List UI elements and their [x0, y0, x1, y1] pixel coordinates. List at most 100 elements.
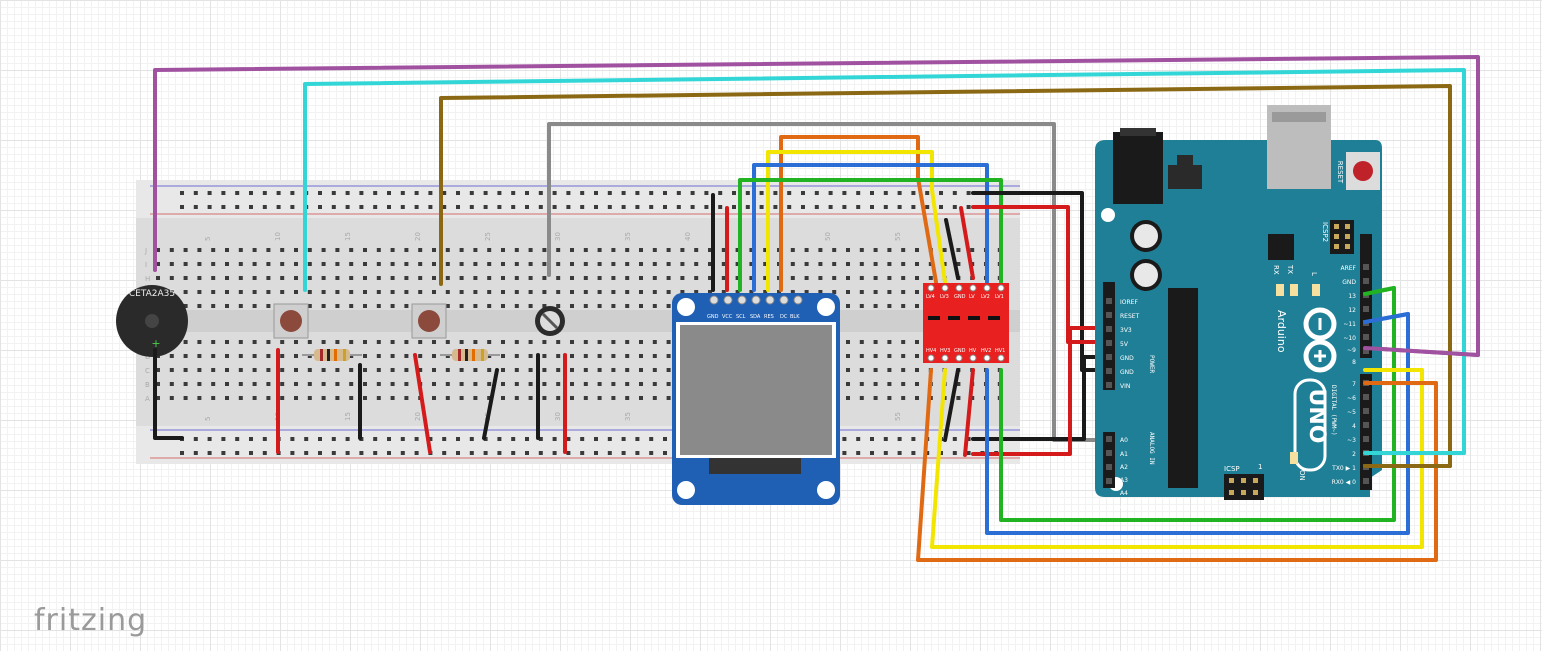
breadboard-hole — [652, 276, 657, 280]
breadboard-hole — [321, 248, 326, 252]
arduino-uno: RESET ICSP2 RX TX L Arduino UNO — [1095, 105, 1382, 510]
row-letter: C — [145, 367, 150, 375]
breadboard-hole — [570, 368, 574, 372]
wire-red-rail-bottom[interactable] — [971, 326, 1112, 456]
breadboard-hole — [663, 205, 667, 209]
wire-blue-top[interactable] — [752, 163, 989, 292]
breadboard-hole — [514, 340, 519, 344]
breadboard-hole — [225, 262, 229, 266]
breadboard-hole — [501, 396, 505, 400]
breadboard-hole — [721, 262, 726, 266]
breadboard-hole — [597, 382, 602, 386]
breadboard-hole — [321, 396, 326, 400]
breadboard-hole — [911, 205, 916, 209]
wire-green-top[interactable] — [738, 178, 1003, 292]
breadboard-hole — [639, 368, 643, 372]
wire-red-jumper[interactable] — [959, 206, 975, 280]
breadboard-hole — [542, 368, 547, 372]
breadboard-hole — [225, 354, 229, 358]
analog-pin-labels: A0 A1 A2 A3 A4 A5 — [1120, 437, 1128, 510]
breadboard-hole — [625, 248, 630, 252]
breadboard-hole — [649, 451, 654, 455]
potentiometer[interactable] — [535, 306, 565, 336]
breadboard-hole — [501, 262, 505, 266]
voltage-regulator — [1168, 165, 1202, 189]
wire-red-bb-2[interactable] — [413, 353, 432, 454]
digital-pin-label: 7 — [1352, 381, 1356, 388]
breadboard-hole — [459, 290, 464, 294]
breadboard-hole — [787, 205, 792, 209]
breadboard-hole — [156, 248, 160, 252]
breadboard-hole — [304, 451, 309, 455]
breadboard-hole — [400, 451, 405, 455]
breadboard-hole — [525, 205, 529, 209]
wire-black-bb-2[interactable] — [482, 368, 499, 440]
wire-orange-top[interactable] — [779, 135, 938, 292]
breadboard-hole — [570, 290, 574, 294]
breadboard-hole — [456, 451, 460, 455]
breadboard-hole — [390, 354, 395, 358]
wire-black-buzzer[interactable] — [153, 348, 184, 440]
mount-hole — [817, 481, 835, 499]
wire-black-jumper-2[interactable] — [943, 368, 960, 442]
breadboard-hole — [556, 368, 561, 372]
breadboard-hole — [183, 304, 188, 308]
wire-ends — [1363, 286, 1480, 468]
breadboard-hole — [828, 205, 833, 209]
breadboard-hole — [266, 248, 271, 252]
breadboard-hole — [497, 205, 502, 209]
breadboard-hole — [580, 451, 585, 455]
breadboard-hole — [777, 290, 781, 294]
breadboard-hole — [556, 276, 561, 280]
breadboard-hole — [390, 340, 395, 344]
breadboard-hole — [597, 262, 602, 266]
breadboard-hole — [859, 382, 864, 386]
breadboard-hole — [952, 191, 957, 195]
breadboard-hole — [514, 248, 519, 252]
breadboard-hole — [939, 191, 943, 195]
breadboard-hole — [404, 304, 409, 308]
breadboard-hole — [956, 262, 961, 266]
breadboard-hole — [832, 262, 837, 266]
breadboard-hole — [887, 304, 892, 308]
breadboard-hole — [307, 248, 312, 252]
breadboard-hole — [252, 248, 257, 252]
breadboard-hole — [404, 262, 409, 266]
breadboard-hole — [473, 340, 478, 344]
wire-red-jumper-2[interactable] — [963, 368, 975, 457]
breadboard-hole — [859, 354, 864, 358]
breadboard-hole — [501, 276, 505, 280]
breadboard-hole — [262, 437, 267, 441]
wire-black-jumper[interactable] — [944, 218, 960, 280]
breadboard-hole — [252, 368, 257, 372]
shifter-pin-label: HV4 — [926, 348, 936, 354]
breadboard-hole — [418, 276, 423, 280]
breadboard-hole — [432, 340, 436, 344]
breadboard-hole — [915, 248, 919, 252]
push-button-1[interactable] — [273, 303, 309, 339]
breadboard-hole — [390, 396, 395, 400]
breadboard-hole — [542, 340, 547, 344]
breadboard-hole — [197, 382, 202, 386]
breadboard-hole — [846, 248, 850, 252]
wire-red-rail-top[interactable] — [971, 205, 1112, 344]
icsp2-header — [1330, 220, 1354, 254]
digital-header-lower — [1360, 374, 1372, 490]
breadboard-hole — [225, 276, 229, 280]
breadboard-hole — [763, 290, 768, 294]
push-button-2[interactable] — [411, 303, 447, 339]
breadboard-hole — [666, 290, 671, 294]
breadboard-hole — [363, 354, 367, 358]
breadboard-hole — [708, 290, 712, 294]
breadboard-hole — [966, 437, 971, 441]
breadboard-hole — [211, 354, 216, 358]
breadboard-hole — [649, 437, 654, 441]
breadboard-hole — [666, 368, 671, 372]
wire-yellow-top[interactable] — [766, 150, 947, 292]
breadboard-hole — [966, 191, 971, 195]
digital-pin-label: 13 — [1348, 293, 1356, 300]
breadboard-hole — [238, 368, 243, 372]
breadboard-hole — [238, 262, 243, 266]
breadboard-hole — [680, 290, 685, 294]
column-number: 5 — [204, 237, 212, 241]
